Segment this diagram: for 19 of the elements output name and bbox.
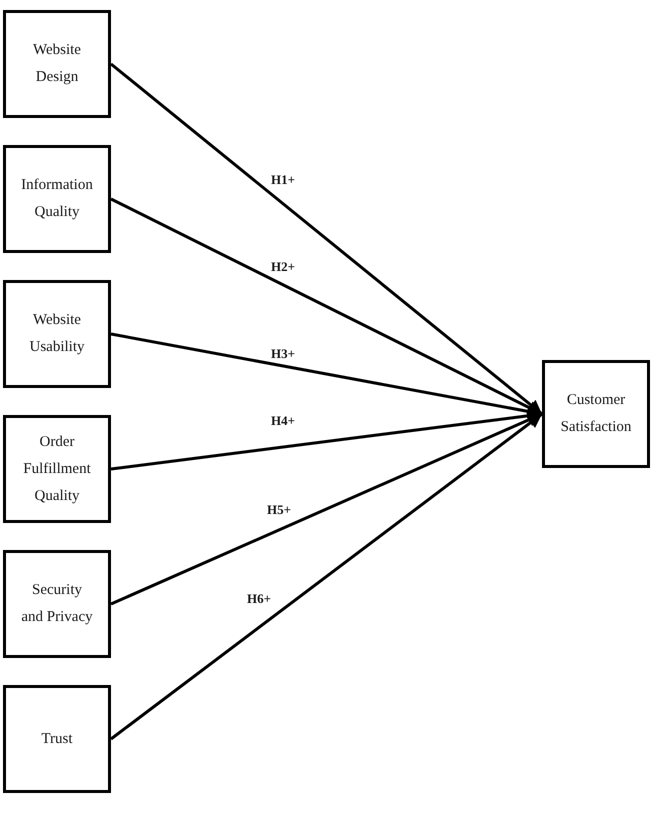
edge-label: H6+ [246,591,272,606]
box-label: Customer Satisfaction [560,391,632,437]
construct-box [3,415,111,523]
edge-label: H3+ [270,346,296,361]
construct-box [542,360,650,468]
box-label: Security and Privacy [20,581,94,627]
box-label: Order Fulfillment Quality [22,432,92,506]
construct-box [3,145,111,253]
edge-label: H1+ [270,172,296,187]
construct-box [3,550,111,658]
construct-box [3,10,111,118]
construct-box [3,280,111,388]
box-label: Trust [41,730,73,748]
arrow [110,412,543,740]
edge-label: H2+ [270,259,296,274]
construct-box [3,685,111,793]
box-label: Website Design [32,41,82,87]
box-label: Information Quality [20,176,94,222]
box-label: Website Usability [28,311,86,357]
